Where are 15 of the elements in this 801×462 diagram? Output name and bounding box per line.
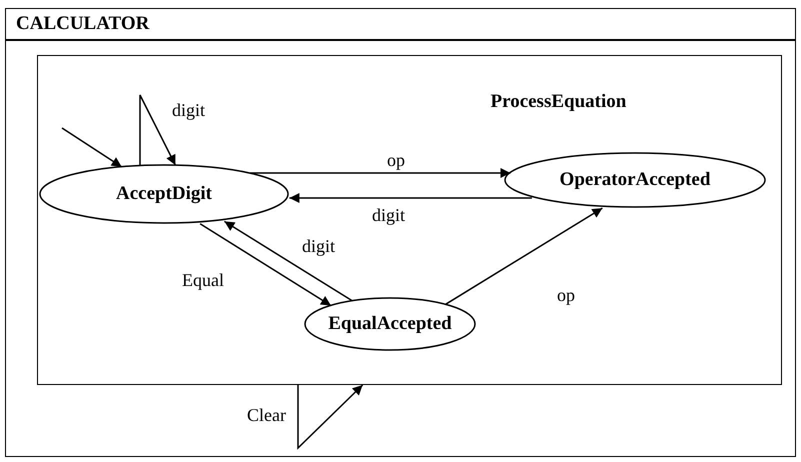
arrow	[224, 220, 353, 302]
arrow	[62, 127, 122, 168]
state-ellipse: EqualAccepted	[304, 297, 476, 351]
state-ellipse: AcceptDigit	[39, 164, 289, 224]
arrow	[297, 384, 364, 450]
arrow	[200, 223, 332, 306]
state-title: CALCULATOR	[16, 13, 150, 35]
composite-state-box	[36, 54, 782, 384]
state-title: ProcessEquation	[490, 90, 626, 112]
arrow	[445, 207, 603, 305]
arrow	[250, 168, 510, 178]
state-ellipse: OperatorAccepted	[504, 152, 766, 208]
state-frame	[5, 8, 796, 457]
arrow	[289, 193, 532, 203]
arrow	[139, 94, 176, 166]
